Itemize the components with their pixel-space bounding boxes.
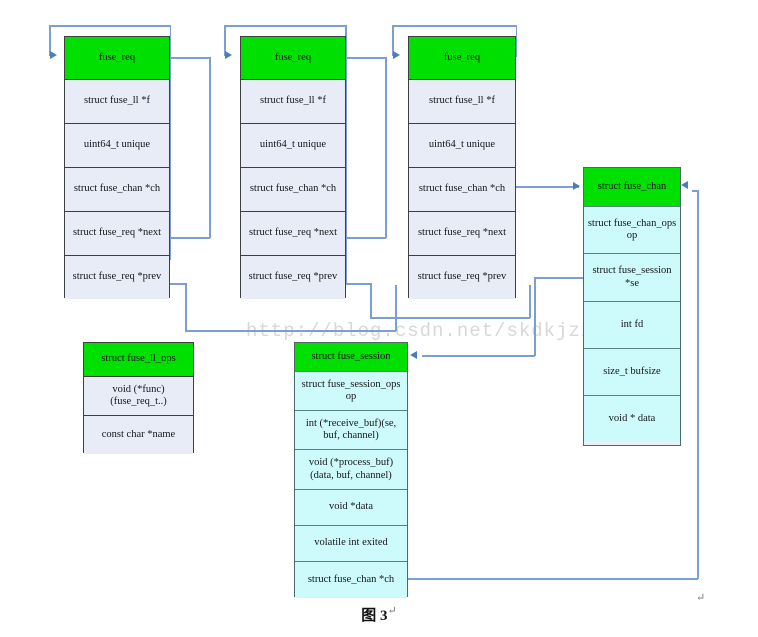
- connector-req1-prev-v: [185, 283, 187, 331]
- arrow-into-fusechan-header: [573, 182, 580, 190]
- figure-caption-pilcrow: ↵: [387, 605, 397, 617]
- connector-req2-prev-h2: [370, 317, 530, 319]
- struct-field-req1-f: struct fuse_ll *f: [65, 79, 169, 123]
- struct-header-fuse-chan: struct fuse_chan: [584, 168, 680, 206]
- connector-req2-prev-v2: [529, 285, 531, 318]
- watermark-text: http://blog.csdn.net/skdkjzz: [246, 320, 594, 342]
- connector-req3-ch-h: [516, 186, 579, 188]
- connector-req3-loop-top: [392, 25, 516, 27]
- struct-field-chan-bufsize: size_t bufsize: [584, 348, 680, 395]
- struct-field-req1-unique: uint64_t unique: [65, 123, 169, 167]
- connector-chan-se-h2: [422, 355, 535, 357]
- connector-req1-prev-v2: [395, 285, 397, 331]
- struct-field-session-op: struct fuse_session_ops op: [295, 371, 407, 410]
- struct-box-fuse-req-1[interactable]: fuse_req struct fuse_ll *f uint64_t uniq…: [64, 36, 170, 299]
- struct-box-fuse-req-2[interactable]: fuse_req struct fuse_ll *f uint64_t uniq…: [240, 36, 346, 299]
- struct-field-chan-se: struct fuse_session *se: [584, 253, 680, 301]
- struct-header-fuse-req-2: fuse_req: [241, 37, 345, 79]
- struct-header-fuse-session: struct fuse_session: [295, 343, 407, 371]
- struct-field-req3-ch: struct fuse_chan *ch: [409, 167, 515, 211]
- connector-session-ch-h: [408, 578, 698, 580]
- struct-header-fuse-req-3: fuse_req: [409, 37, 515, 79]
- connector-session-ch-v: [697, 190, 699, 579]
- connector-req2-prev-v1: [370, 283, 372, 318]
- struct-field-session-exited: volatile int exited: [295, 525, 407, 561]
- struct-field-req1-ch: struct fuse_chan *ch: [65, 167, 169, 211]
- struct-field-session-data: void *data: [295, 489, 407, 525]
- struct-box-fuse-session[interactable]: struct fuse_session struct fuse_session_…: [294, 342, 408, 598]
- struct-box-fuse-req-3[interactable]: fuse_req struct fuse_ll *f uint64_t uniq…: [408, 36, 516, 299]
- connector-req2-next-h: [346, 237, 386, 239]
- corner-pilcrow: ↵: [696, 592, 706, 604]
- struct-field-chan-data: void * data: [584, 395, 680, 442]
- struct-field-req2-prev: struct fuse_req *prev: [241, 255, 345, 299]
- connector-req2-next-arrowline: [326, 57, 386, 59]
- connector-req2-loop-top: [224, 25, 346, 27]
- connector-req1-loop-right: [169, 25, 172, 260]
- struct-box-fuse-chan[interactable]: struct fuse_chan struct fuse_chan_ops op…: [583, 167, 681, 446]
- struct-field-req2-next: struct fuse_req *next: [241, 211, 345, 255]
- struct-field-session-receive-buf: int (*receive_buf)(se, buf, channel): [295, 410, 407, 449]
- struct-field-llops-name: const char *name: [84, 415, 193, 454]
- connector-req1-prev-h1: [170, 283, 186, 285]
- connector-chan-se-v: [534, 277, 536, 356]
- struct-field-req2-f: struct fuse_ll *f: [241, 79, 345, 123]
- arrow-into-req1-header: [50, 51, 57, 59]
- struct-field-session-ch: struct fuse_chan *ch: [295, 561, 407, 598]
- connector-req1-prev-h2: [185, 330, 396, 332]
- connector-session-ch-h2: [692, 190, 698, 192]
- arrow-into-req2-header: [225, 51, 232, 59]
- struct-field-req3-f: struct fuse_ll *f: [409, 79, 515, 123]
- struct-field-chan-fd: int fd: [584, 301, 680, 348]
- struct-field-req1-prev: struct fuse_req *prev: [65, 255, 169, 299]
- struct-box-fuse-ll-ops[interactable]: struct fuse_ll_ops void (*func)(fuse_req…: [83, 342, 194, 454]
- struct-header-fuse-req-1: fuse_req: [65, 37, 169, 79]
- connector-req2-prev-h1: [346, 283, 371, 285]
- struct-field-req3-prev: struct fuse_req *prev: [409, 255, 515, 299]
- figure-caption: 图 3↵: [0, 604, 758, 625]
- connector-req2-loop-left: [224, 25, 226, 56]
- figure-caption-text: 图 3: [361, 608, 388, 624]
- struct-field-llops-func: void (*func)(fuse_req_t..): [84, 376, 193, 415]
- arrow-into-req3-header: [393, 51, 400, 59]
- connector-req1-next-arrowline: [150, 57, 210, 59]
- struct-field-session-process-buf: void (*process_buf)(data, buf, channel): [295, 449, 407, 489]
- struct-field-req2-ch: struct fuse_chan *ch: [241, 167, 345, 211]
- connector-req1-loop-top: [49, 25, 171, 27]
- arrow-into-fusechan-right: [681, 181, 688, 189]
- connector-chan-se-h1: [534, 277, 584, 279]
- struct-field-req1-next: struct fuse_req *next: [65, 211, 169, 255]
- arrow-into-fusesession-header: [410, 351, 417, 359]
- connector-req1-next-v: [209, 57, 211, 238]
- struct-field-chan-op: struct fuse_chan_ops op: [584, 206, 680, 253]
- connector-req3-loop-right: [515, 25, 518, 57]
- connector-req1-next-h: [170, 237, 210, 239]
- struct-field-req3-unique: uint64_t unique: [409, 123, 515, 167]
- struct-field-req2-unique: uint64_t unique: [241, 123, 345, 167]
- struct-header-fuse-ll-ops: struct fuse_ll_ops: [84, 343, 193, 376]
- connector-req3-loop-left: [392, 25, 394, 56]
- connector-req1-loop-left: [49, 25, 51, 56]
- connector-req2-next-v: [385, 57, 387, 238]
- struct-field-req3-next: struct fuse_req *next: [409, 211, 515, 255]
